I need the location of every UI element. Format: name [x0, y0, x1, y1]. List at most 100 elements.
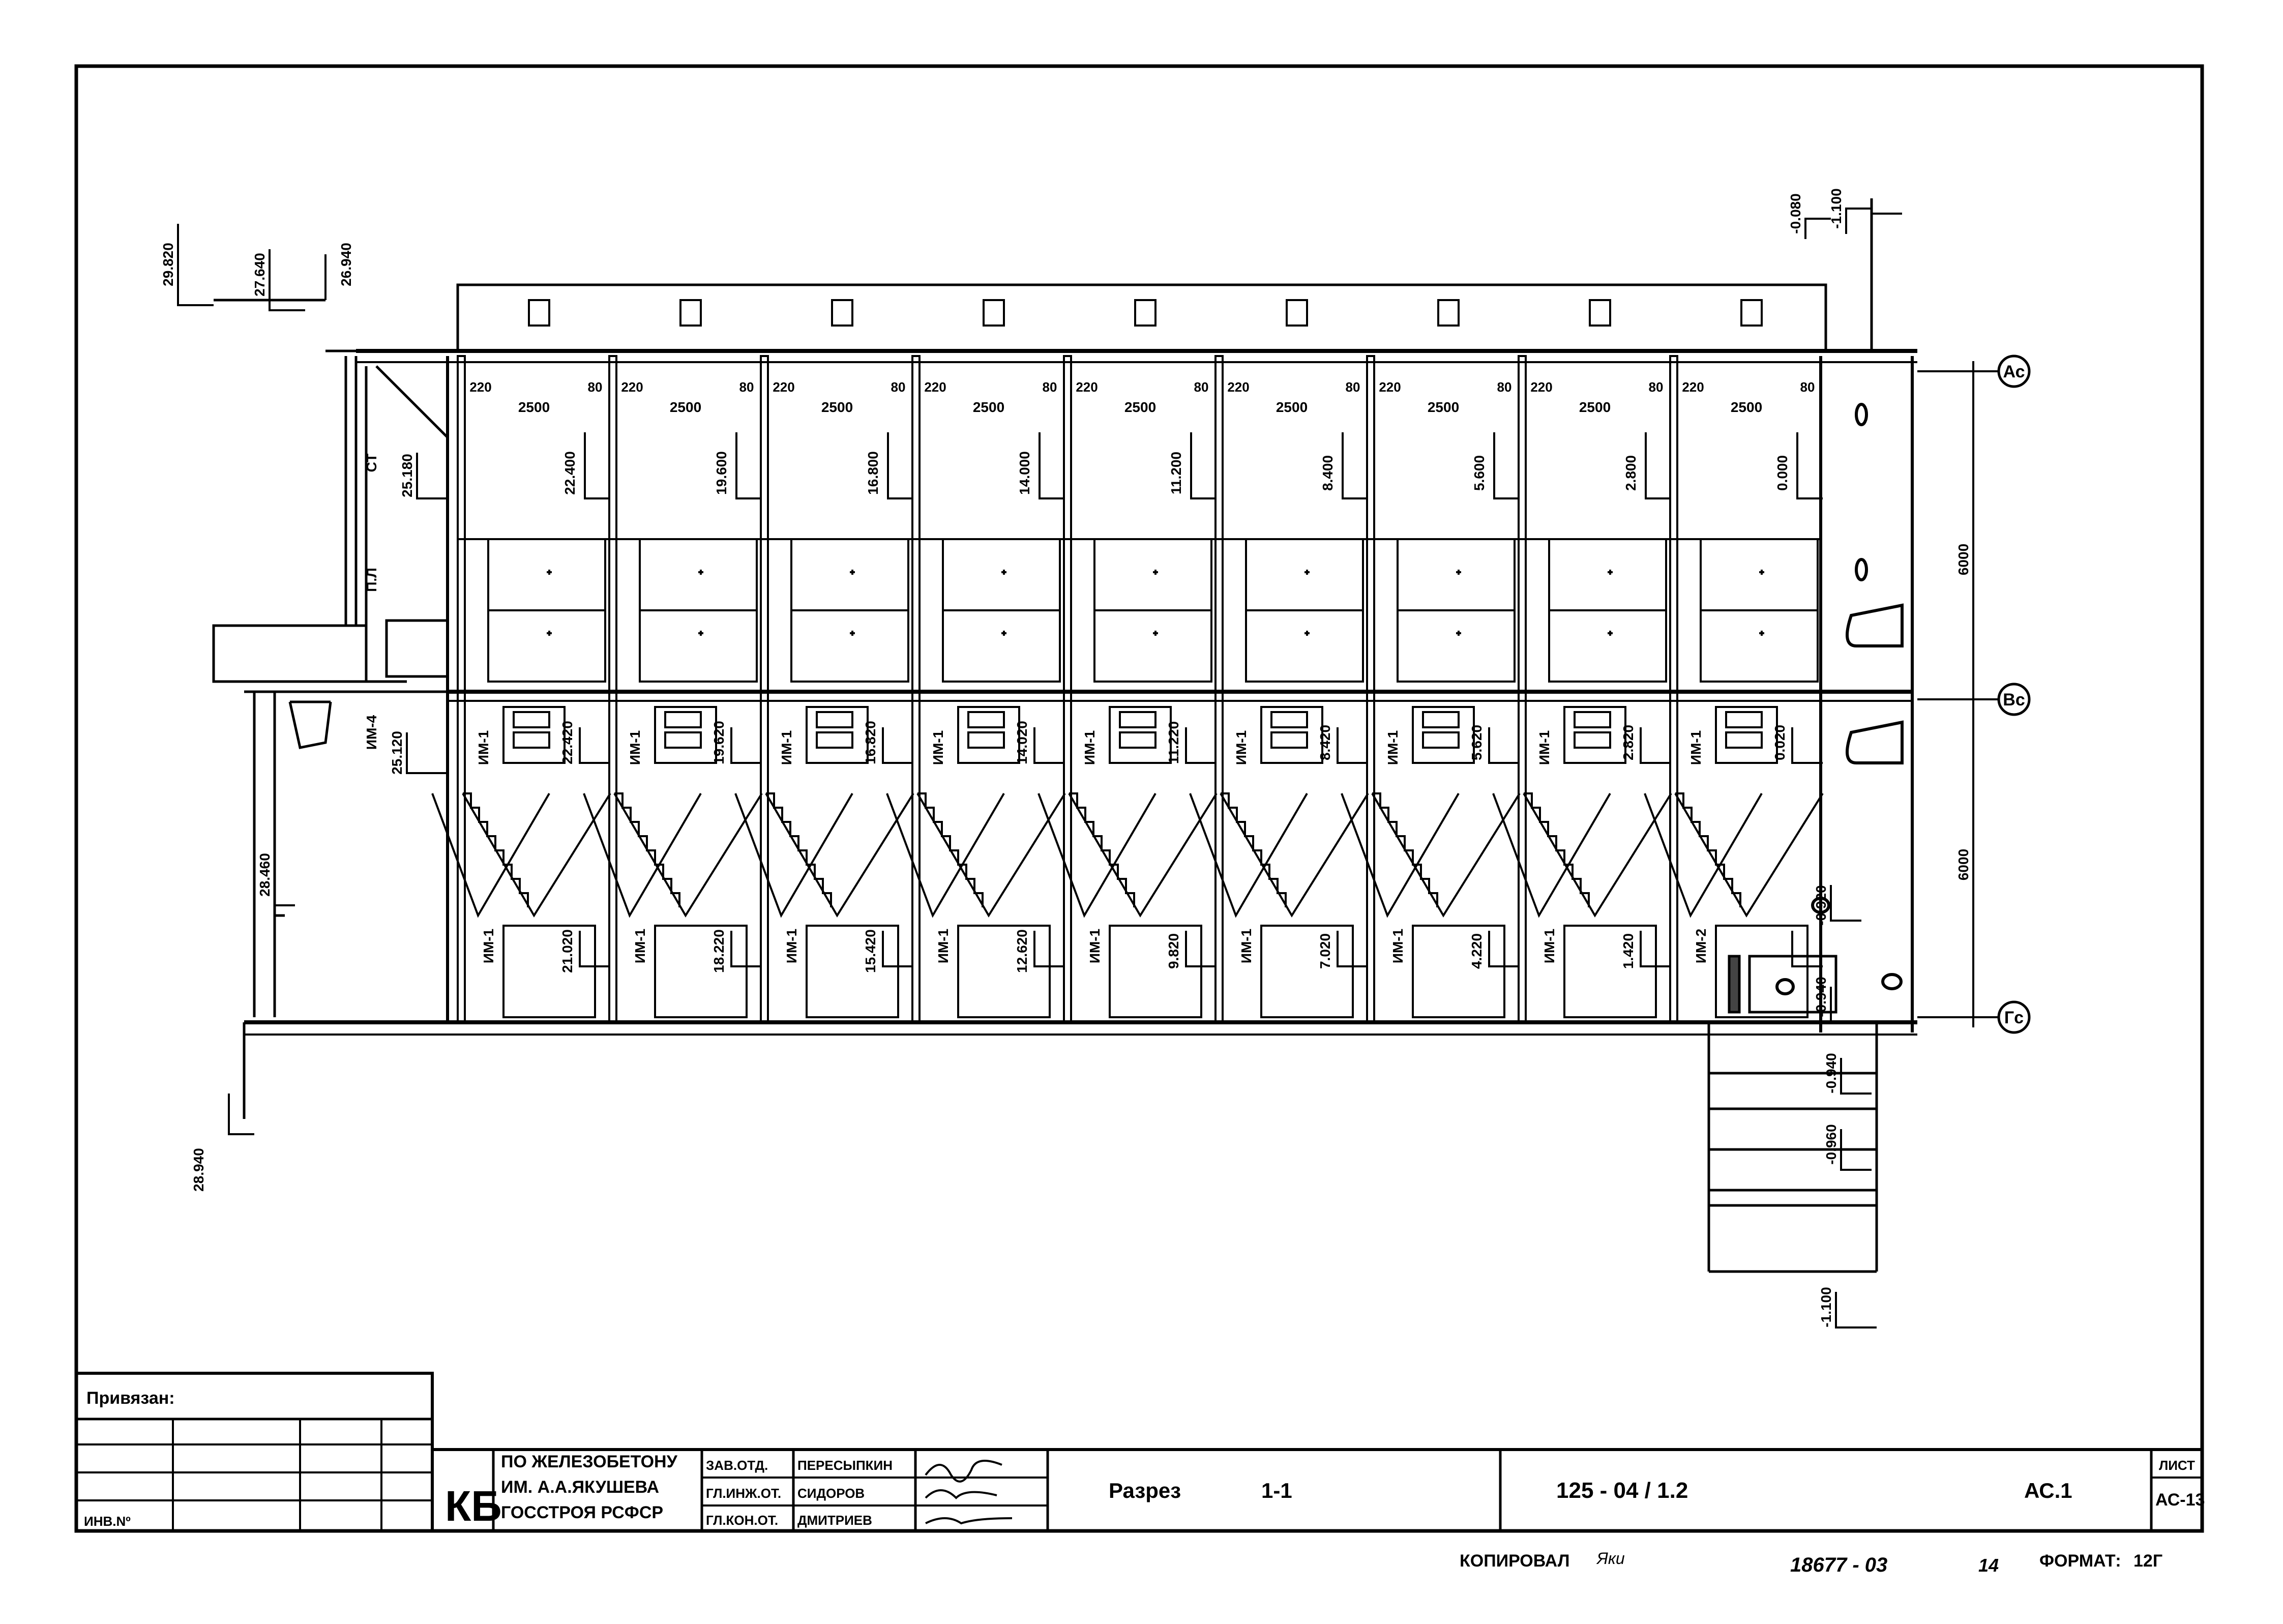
order-sheet: 14: [1978, 1555, 1999, 1576]
copied-signature: Яки: [1596, 1549, 1625, 1568]
stair-flight: [886, 792, 1005, 918]
bay-margin-left: 220: [1530, 379, 1552, 395]
leader: [1645, 432, 1671, 499]
door-frame: [1563, 706, 1626, 764]
attic-window: [1437, 299, 1460, 327]
bay-width: 2500: [518, 399, 550, 415]
bay-margin-right: 80: [1649, 379, 1664, 395]
elevation-lower: 21.020: [559, 929, 575, 973]
elevation-upper: 0.000: [1774, 455, 1790, 491]
stair-steps: [766, 792, 832, 907]
door-frame: [1260, 706, 1323, 764]
stair-steps: [1069, 792, 1135, 907]
right-mark-4: -0.940: [1823, 1053, 1839, 1093]
wall-panel: [790, 538, 909, 611]
elevation-upper: 22.400: [562, 451, 578, 495]
left-elevation-marks: [177, 224, 448, 1135]
leader: [1488, 931, 1520, 967]
org-line-3: ГОССТРОЯ РСФСР: [501, 1503, 663, 1522]
door-frame: [1574, 731, 1611, 749]
member-label-low: ИМ-1: [784, 929, 799, 963]
wall-panel: [487, 538, 606, 611]
left-mark-4: 25.120: [389, 731, 405, 775]
wall-panel: [1700, 609, 1819, 683]
bay-margin-left: 220: [1076, 379, 1098, 395]
member-label-low: ИМ-1: [632, 929, 648, 963]
bay-width: 2500: [1276, 399, 1308, 415]
role-3: ГЛ.КОН.ОТ.: [706, 1513, 778, 1528]
column: [1669, 355, 1678, 1023]
role-2: ГЛ.ИНЖ.ОТ.: [706, 1486, 781, 1501]
left-mark-5: 28.460: [257, 853, 273, 897]
member-label-mid: ИМ-1: [627, 730, 643, 765]
elevation-middle: 2.820: [1620, 725, 1636, 760]
wall-panel: [639, 538, 758, 611]
door-frame: [1119, 711, 1157, 728]
signature-3: [925, 1517, 1013, 1525]
wall-panel: [1093, 609, 1212, 683]
elevation-lower: 1.420: [1620, 933, 1636, 969]
name-3: ДМИТРИЕВ: [797, 1513, 872, 1528]
leader: [1337, 727, 1368, 764]
leader: [1342, 432, 1368, 499]
leader: [1791, 727, 1823, 764]
bay-margin-right: 80: [1800, 379, 1815, 395]
stair-steps: [463, 792, 529, 907]
column: [1518, 355, 1527, 1023]
elevation-lower: 4.220: [1469, 933, 1485, 969]
bay-margin-left: 220: [1682, 379, 1704, 395]
wall-panel: [487, 609, 606, 683]
title-block: [75, 1372, 2204, 1532]
member-label-mid: ИМ-1: [476, 730, 491, 765]
leader: [1033, 931, 1065, 967]
role-1: ЗАВ.ОТД.: [706, 1458, 768, 1473]
right-elevation-marks: [1804, 208, 1877, 1328]
door-frame: [1119, 731, 1157, 749]
wall-panel: [790, 609, 909, 683]
lower-door: [1563, 925, 1657, 1018]
bay-margin-right: 80: [739, 379, 754, 395]
bay-margin-left: 220: [773, 379, 794, 395]
right-mark-1: -1.100: [1828, 188, 1844, 228]
name-2: СИДОРОВ: [797, 1486, 865, 1501]
bay-width: 2500: [821, 399, 853, 415]
bay-margin-right: 80: [1043, 379, 1057, 395]
column: [1063, 355, 1072, 1023]
stair-flight: [1492, 792, 1611, 918]
door-frame: [967, 731, 1005, 749]
door-frame: [1109, 706, 1172, 764]
leader: [730, 931, 762, 967]
column: [911, 355, 921, 1023]
list-label: ЛИСТ: [2159, 1458, 2195, 1473]
wall-panel: [639, 609, 758, 683]
door-frame: [1725, 711, 1763, 728]
leader: [1039, 432, 1065, 499]
door-frame: [1715, 706, 1778, 764]
leader: [730, 727, 762, 764]
member-label-mid: ИМ-1: [1233, 730, 1249, 765]
leader: [1185, 727, 1217, 764]
stair-flight: [916, 792, 1066, 918]
left-mark-0: 29.820: [160, 243, 176, 286]
wall-panel: [1397, 609, 1516, 683]
bay-width: 2500: [1124, 399, 1156, 415]
lower-door: [1412, 925, 1505, 1018]
door-frame: [1270, 711, 1308, 728]
stair-flight: [1220, 792, 1369, 918]
entrance-steps: [1707, 955, 1878, 1273]
elevation-upper: 19.600: [714, 451, 729, 495]
elevation-lower: 9.820: [1166, 933, 1181, 969]
left-mark-6: 28.940: [191, 1148, 206, 1192]
bay-width: 2500: [973, 399, 1004, 415]
door-frame: [664, 711, 702, 728]
dim-lower: 6000: [1955, 849, 1971, 880]
attic-window: [679, 299, 702, 327]
elevation-lower: 15.420: [863, 929, 878, 973]
left-note-st: СТ: [364, 454, 379, 473]
bay-margin-right: 80: [1497, 379, 1512, 395]
door-frame: [1422, 711, 1460, 728]
axis-bubble-a: [1997, 355, 2031, 388]
stair-flight: [1189, 792, 1308, 918]
